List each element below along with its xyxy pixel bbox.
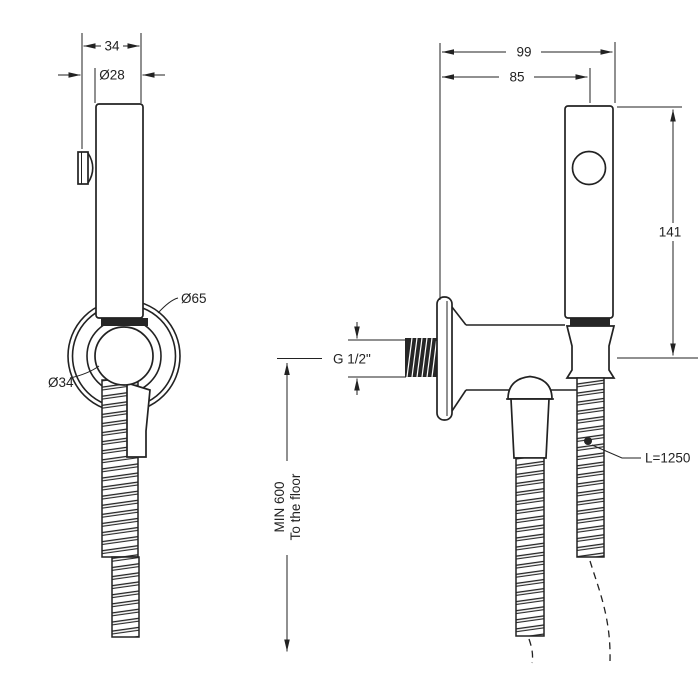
- min-height-note-label: To the floor: [288, 473, 303, 540]
- dim-ball-diameter-label: Ø34: [48, 375, 74, 390]
- wall-flange: [436, 296, 453, 421]
- dim-holder-diameter-label: Ø65: [181, 291, 207, 306]
- dim-width-label: 34: [104, 39, 120, 54]
- handle-holder-cup: [565, 325, 616, 379]
- front-handle-body: [95, 103, 144, 319]
- side-view: 99 85 141 G 1/2" L=1250 MIN 600 To the f…: [272, 42, 698, 664]
- front-hose-connector: [126, 381, 151, 458]
- dim-head-diameter-label: Ø28: [99, 68, 125, 83]
- threaded-inlet: [405, 337, 438, 378]
- outlet-hose-continuation: [528, 638, 534, 664]
- front-trigger-button: [77, 151, 94, 185]
- front-handle-collar: [101, 318, 148, 326]
- bracket-body: [451, 306, 577, 412]
- side-handle-body: [564, 105, 614, 319]
- front-view: 34 Ø28 Ø65 Ø34: [48, 33, 207, 638]
- hose-length-marker-dot: [584, 437, 592, 445]
- min-height-label: MIN 600: [272, 481, 287, 532]
- side-trigger-button: [571, 150, 607, 186]
- ball-joint: [94, 326, 154, 386]
- side-handle-collar: [570, 318, 610, 326]
- handle-hose: [576, 377, 605, 558]
- thread-size-label: G 1/2": [333, 352, 371, 367]
- dim-total-depth-label: 99: [516, 45, 531, 60]
- outlet-hose: [515, 457, 545, 637]
- side-view-dimensions: 99 85 141 G 1/2" L=1250 MIN 600 To the f…: [272, 42, 698, 652]
- outlet-cone: [506, 375, 554, 459]
- dim-handle-height-label: 141: [659, 225, 682, 240]
- hose-length-label: L=1250: [645, 451, 690, 466]
- front-view-dimensions: 34 Ø28 Ø65 Ø34: [48, 33, 207, 390]
- handle-hose-continuation: [589, 560, 611, 662]
- dim-axis-depth-label: 85: [509, 70, 524, 85]
- front-hose-lower: [111, 556, 140, 638]
